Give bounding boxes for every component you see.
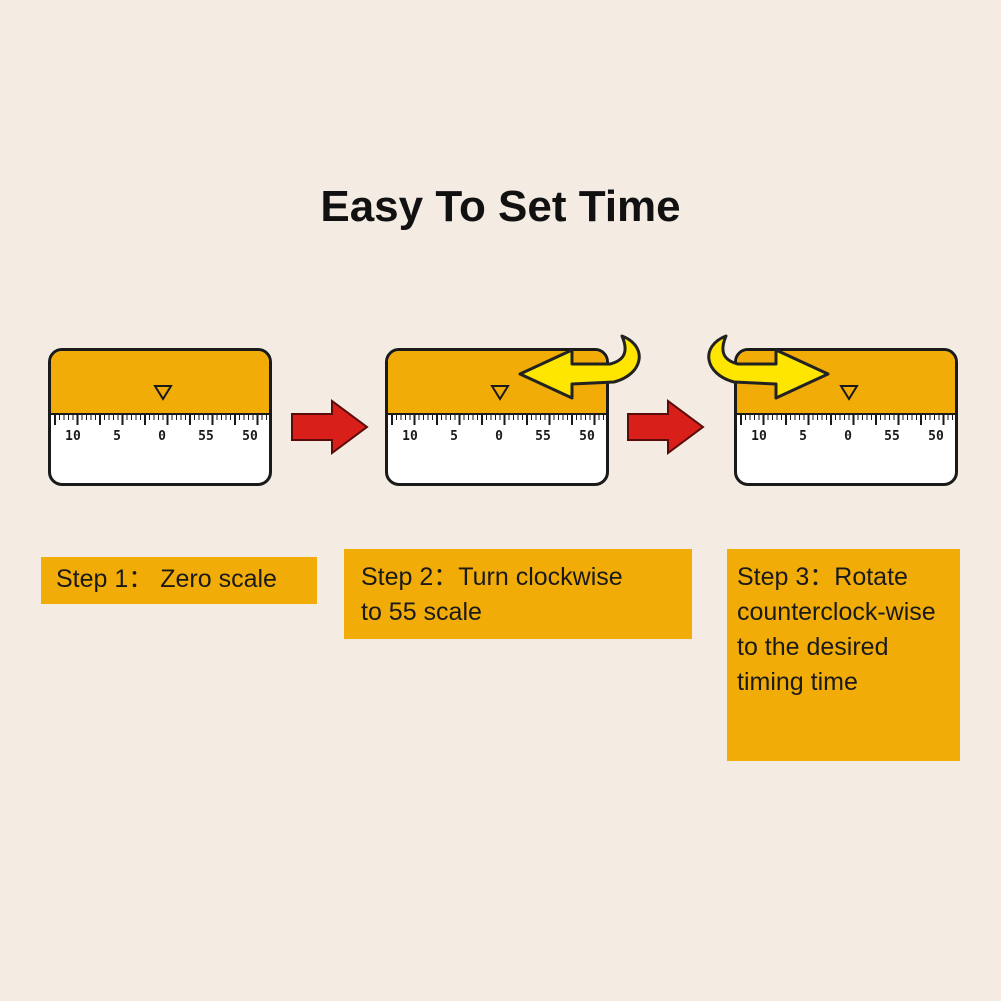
step-3-line-2: counterclock-wise — [737, 598, 936, 626]
step-1-caption: Step 1： Zero scale — [41, 557, 317, 604]
step-3-line-4: timing time — [737, 668, 858, 696]
step-3-line-3: to the desired — [737, 633, 889, 661]
scale-label: 5 — [450, 429, 458, 444]
scale-label: 55 — [884, 429, 900, 444]
scale-label: 50 — [928, 429, 944, 444]
scale-label: 10 — [65, 429, 81, 444]
step-2-caption: Step 2：Turn clockwise to 55 scale — [344, 549, 692, 639]
clockwise-rotate-arrow-icon — [518, 334, 641, 400]
scale-label: 0 — [844, 429, 852, 444]
step-3-caption: Step 3：Rotate counterclock-wise to the d… — [727, 549, 960, 761]
red-arrow-icon — [291, 399, 369, 455]
counterclockwise-rotate-arrow-icon — [707, 334, 830, 400]
scale-label: 10 — [751, 429, 767, 444]
pointer-triangle-icon — [153, 385, 173, 401]
scale-label: 0 — [495, 429, 503, 444]
red-arrow-icon — [627, 399, 705, 455]
scale-label: 5 — [113, 429, 121, 444]
step-1-line-1: Step 1： Zero scale — [56, 565, 277, 593]
step-2-line-1: Step 2：Turn clockwise — [361, 563, 623, 591]
pointer-triangle-icon — [490, 385, 510, 401]
scale-label: 55 — [535, 429, 551, 444]
scale-label: 55 — [198, 429, 214, 444]
scale-label: 50 — [579, 429, 595, 444]
step-2-line-2: to 55 scale — [361, 598, 482, 626]
scale-label: 10 — [402, 429, 418, 444]
step-3-line-1: Step 3：Rotate — [737, 563, 908, 591]
page-title: Easy To Set Time — [320, 182, 681, 231]
pointer-triangle-icon — [839, 385, 859, 401]
scale-label: 50 — [242, 429, 258, 444]
scale-label: 0 — [158, 429, 166, 444]
scale-label: 5 — [799, 429, 807, 444]
